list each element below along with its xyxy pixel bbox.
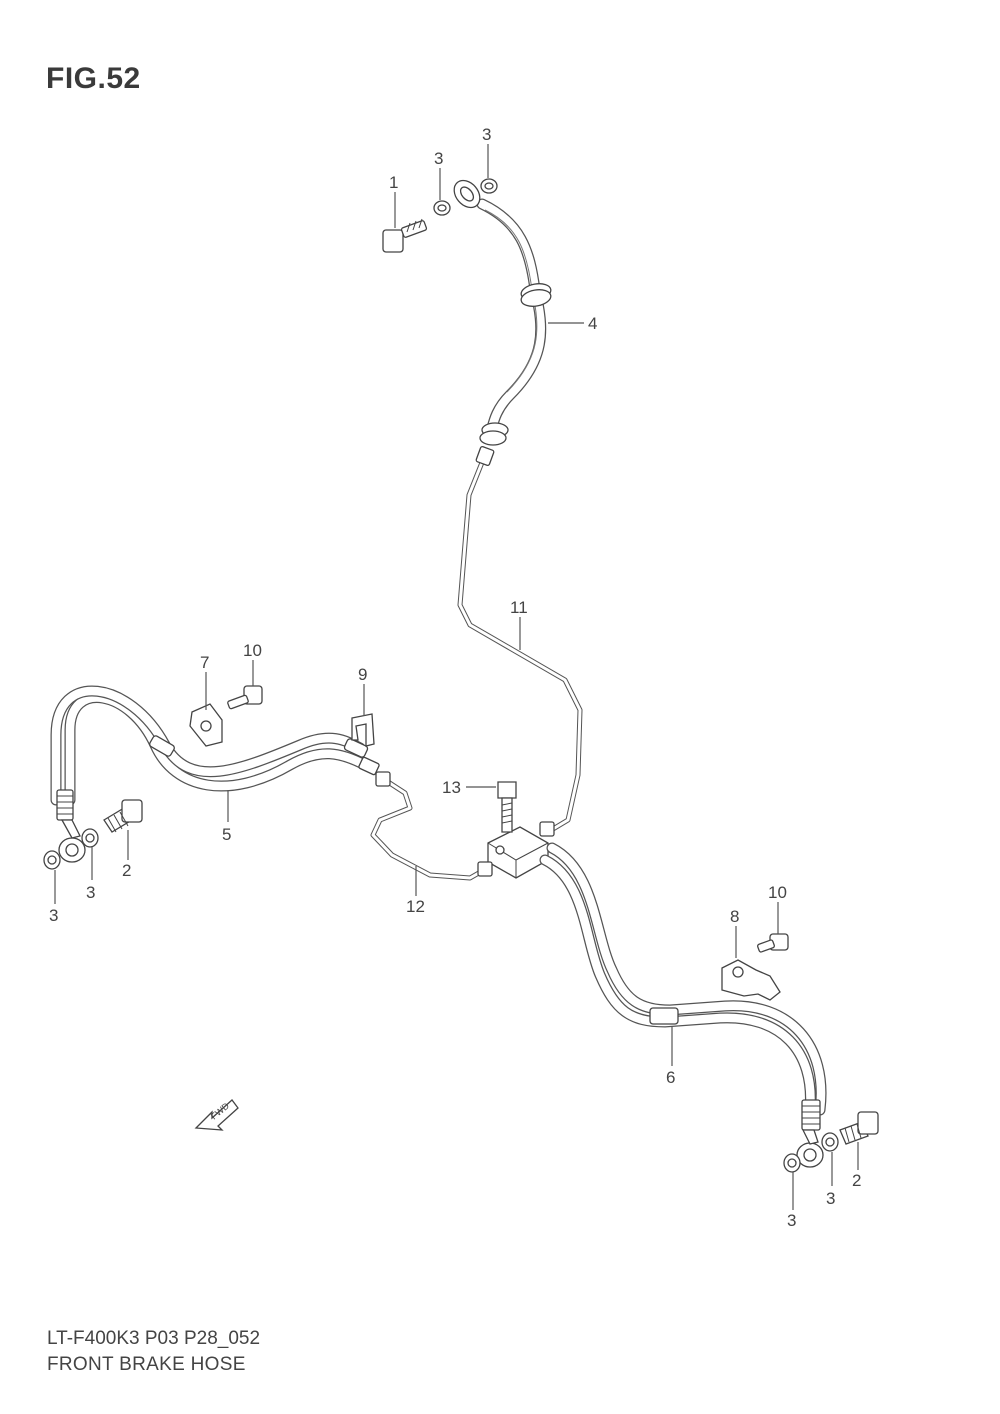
clip-9	[351, 713, 375, 747]
callout-7: 7	[200, 653, 209, 672]
washer-3-top-a	[433, 200, 451, 216]
callout-10-left: 10	[243, 641, 262, 660]
figure-name: FRONT BRAKE HOSE	[47, 1354, 246, 1375]
callout-3-right-a: 3	[826, 1189, 835, 1208]
hose-4	[453, 179, 552, 446]
hose-6	[539, 842, 827, 1168]
callout-5: 5	[222, 825, 231, 844]
bracket-8	[721, 959, 781, 1001]
callout-3-left-b: 3	[49, 906, 58, 925]
leader-lines	[54, 144, 859, 1210]
pipe-11	[457, 446, 583, 837]
bolt-10-left	[227, 685, 263, 710]
callout-11: 11	[510, 598, 528, 617]
washer-3-left-a	[81, 828, 99, 848]
bolt-2-left	[103, 799, 143, 833]
bolt-10-right	[757, 933, 789, 953]
callout-3-right-b: 3	[787, 1211, 796, 1230]
washer-3-right-a	[821, 1132, 839, 1152]
callout-10-right: 10	[768, 883, 787, 902]
callout-1: 1	[389, 173, 398, 192]
callout-2-right: 2	[852, 1171, 861, 1190]
callout-13: 13	[442, 778, 461, 797]
callout-9: 9	[358, 665, 367, 684]
bracket-7	[189, 703, 223, 747]
washer-3-left-b	[43, 850, 61, 870]
bolt-2-right	[839, 1111, 879, 1145]
washer-3-top-b	[480, 178, 498, 194]
callout-6: 6	[666, 1068, 675, 1087]
callout-4: 4	[588, 314, 597, 333]
callout-3-top-b: 3	[482, 125, 491, 144]
model-code: LT-F400K3 P03 P28_052	[47, 1328, 261, 1349]
callout-2-left: 2	[122, 861, 131, 880]
washer-3-right-b	[783, 1153, 801, 1173]
callout-8: 8	[730, 907, 739, 926]
fwd-arrow: FWD	[194, 1099, 239, 1131]
junction-block	[487, 781, 549, 879]
callout-3-left-a: 3	[86, 883, 95, 902]
pipe-12	[370, 771, 493, 881]
figure-title: FIG.52	[46, 62, 141, 95]
callouts: 1 3 3 4 11 7 10 9 13 5 2 3 3 12 10 8 6 2…	[49, 125, 861, 1230]
callout-12: 12	[406, 897, 425, 916]
callout-3-top-a: 3	[434, 149, 443, 168]
hose-5	[50, 685, 380, 863]
bolt-1	[382, 218, 428, 253]
